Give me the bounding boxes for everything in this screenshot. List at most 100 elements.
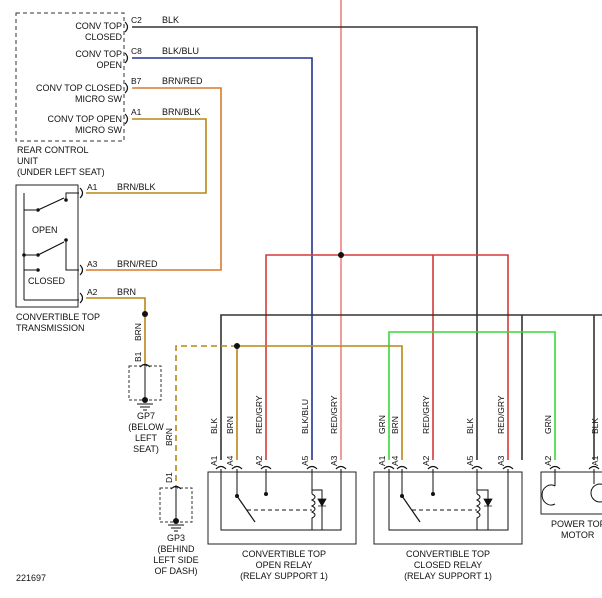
open-relay-coil (310, 493, 316, 530)
rcu-title-line1: REAR CONTROL (17, 145, 89, 155)
closed-relay-pin-a3: A3 (496, 455, 506, 466)
transmission-pin-id-a1: A1 (87, 182, 98, 192)
motor-internal-wiring (554, 469, 595, 486)
rcu-connector-c2 (124, 21, 129, 33)
transmission-connector-a2 (79, 292, 84, 304)
transmission-contact (22, 253, 26, 257)
closed-relay-internal-wiring (388, 469, 509, 531)
rcu-pin-c8-line2: OPEN (96, 60, 122, 70)
open-relay-pin-a1: A1 (209, 455, 219, 466)
gp3-pin-id: D1 (164, 472, 174, 483)
gp7-wire-label: BRN (133, 323, 143, 341)
open-relay-switch-arm (236, 495, 256, 523)
closed-relay-pin-a1: A1 (377, 455, 387, 466)
gp3-label-line4: OF DASH) (154, 566, 197, 576)
motor-title-line2: MOTOR (561, 530, 595, 540)
closed-relay-wire-a4: BRN (390, 416, 400, 434)
wires (86, 0, 602, 488)
transmission-contact (64, 198, 68, 202)
wire-label-trans-a2: BRN (117, 287, 136, 297)
gp7-label-line1: GP7 (137, 411, 155, 421)
motor-wire-a2: GRN (543, 415, 553, 434)
figure-id: 221697 (16, 573, 46, 583)
wire-label-trans-a1: BRN/BLK (117, 182, 156, 192)
wire-b7-brnred (86, 87, 222, 271)
motor-title-line1: POWER TOP (551, 519, 602, 529)
wire-c8-blkblu (132, 57, 313, 460)
closed-relay-pin-a5: A5 (465, 455, 475, 466)
gp7-ground-symbol (137, 403, 153, 411)
motor-wire-a1: BLK (590, 418, 600, 434)
rcu-pin-c2-line1: CONV TOP (75, 21, 122, 31)
gp7-pin-id: B1 (133, 351, 143, 362)
wire-grn (388, 331, 556, 460)
wire-blk-ground-bus (220, 314, 602, 460)
open-relay-title-line2: OPEN RELAY (256, 560, 313, 570)
open-relay-wire-a1: BLK (209, 418, 219, 434)
gp3-ground-symbol (168, 524, 184, 532)
gp3-label-line1: GP3 (167, 533, 185, 543)
closed-relay-title-line2: CLOSED RELAY (414, 560, 482, 570)
power-top-motor: GRN BLK A2 A1 POWER TOP MOTOR (540, 415, 602, 540)
closed-relay-pin-a2: A2 (421, 455, 431, 466)
closed-relay-wire-a3: RED/GRY (496, 395, 506, 434)
wire-red-gry-distribution (265, 254, 509, 460)
rcu-pin-c8-line1: CONV TOP (75, 49, 122, 59)
open-relay-wire-a5: BLK/BLU (300, 399, 310, 434)
closed-relay-connectors (383, 465, 514, 470)
closed-relay-wire-a5: BLK (465, 418, 475, 434)
closed-relay-box (373, 471, 523, 545)
transmission-title-line1: CONVERTIBLE TOP (16, 312, 100, 322)
wire-label-c2: BLK (162, 15, 179, 25)
motor-symbol (541, 484, 556, 506)
gp3-ground-dot (173, 518, 179, 524)
closed-relay-title-line1: CONVERTIBLE TOP (406, 549, 490, 559)
open-relay-contact (235, 494, 239, 498)
rcu-pin-b7-line1: CONV TOP CLOSED (36, 83, 123, 93)
rcu-pin-a1-line1: CONV TOP OPEN (47, 114, 122, 124)
transmission-pin-id-a2: A2 (87, 287, 98, 297)
closed-relay-contact (400, 494, 404, 498)
motor-pin-a2: A2 (543, 455, 553, 466)
wire-label-b7: BRN/RED (162, 76, 203, 86)
rcu-dashed-box (15, 12, 125, 142)
rcu-pin-a1-line2: MICRO SW (75, 125, 123, 135)
open-relay-pin-a5: A5 (300, 455, 310, 466)
ground-gp7: BRN B1 GP7 (BELOW LEFT SEAT) (128, 323, 164, 454)
gp7-label-line2: (BELOW (128, 422, 164, 432)
gp3-label-line3: LEFT SIDE (153, 555, 198, 565)
transmission-contact (36, 268, 40, 272)
rcu-pin-b7-line2: MICRO SW (75, 94, 123, 104)
rcu-connector-a1 (124, 113, 129, 125)
open-relay-internal-wiring (220, 469, 342, 531)
transmission-connector-a3 (79, 264, 84, 276)
open-relay-title-line3: (RELAY SUPPORT 1) (240, 571, 328, 581)
open-relay-box (207, 471, 357, 545)
closed-relay-diode (483, 498, 493, 507)
closed-relay-pin-a4: A4 (390, 455, 400, 466)
gp3-label-line2: (BEHIND (157, 544, 195, 554)
wire-label-c8: BLK/BLU (162, 46, 199, 56)
gp3-wire-label: BRN (164, 428, 174, 446)
closed-relay-title-line3: (RELAY SUPPORT 1) (404, 571, 492, 581)
open-relay-pin-a4: A4 (225, 455, 235, 466)
transmission-closed-label: CLOSED (28, 276, 66, 286)
rcu-title-line3: (UNDER LEFT SEAT) (17, 167, 105, 177)
open-relay: BLK BRN RED/GRY BLK/BLU RED/GRY A1 A4 A2… (207, 395, 357, 581)
transmission-switch-open (37, 197, 65, 211)
closed-relay-switch-arm (401, 495, 421, 523)
rcu-connector-b7 (124, 82, 129, 94)
motor-armature (590, 483, 602, 503)
splice-dot-gp7 (142, 311, 148, 317)
wire-label-trans-a3: BRN/RED (117, 259, 158, 269)
open-relay-pin-a2: A2 (254, 455, 264, 466)
splice-dot-red (338, 252, 344, 258)
motor-connectors (549, 465, 600, 470)
open-relay-wire-a2: RED/GRY (254, 395, 264, 434)
wire-label-a1: BRN/BLK (162, 107, 201, 117)
motor-box (540, 471, 602, 515)
gp7-ground-dot (142, 397, 148, 403)
rcu-pin-id-c8: C8 (131, 46, 142, 56)
wire-brn-relay (236, 345, 403, 460)
